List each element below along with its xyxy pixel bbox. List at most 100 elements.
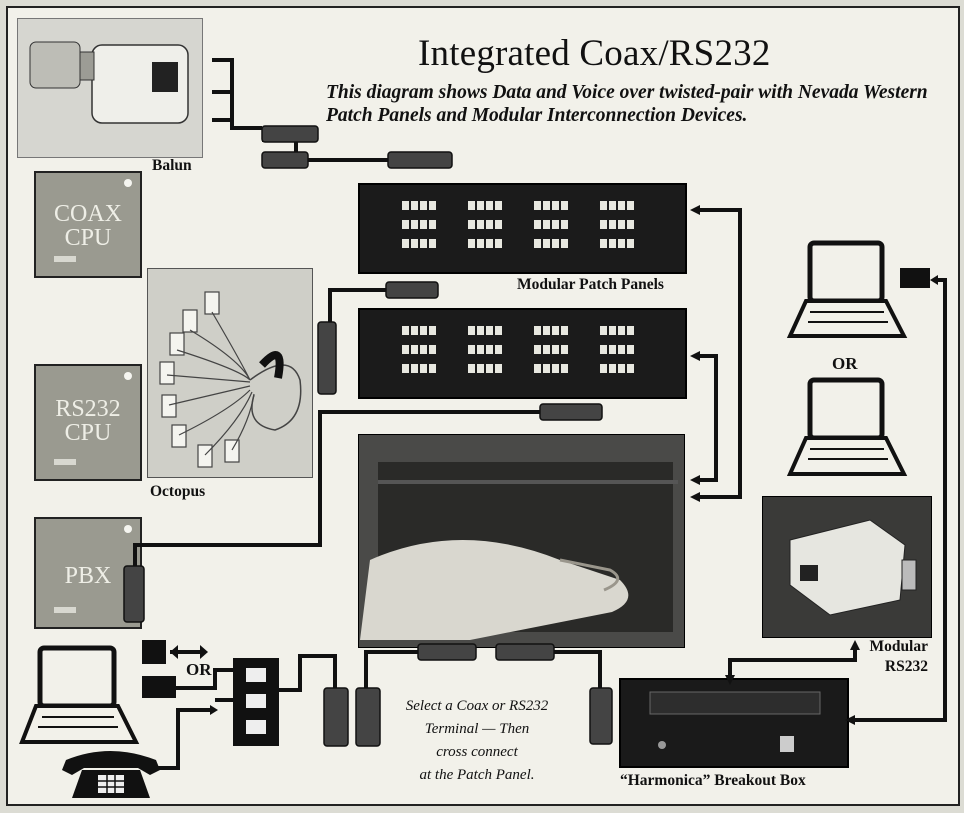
jack [627,326,634,335]
jack [420,239,427,248]
jack [495,345,502,354]
jack [600,239,607,248]
jack [561,326,568,335]
jack [618,220,625,229]
jack [495,201,502,210]
jack [600,220,607,229]
jack [552,201,559,210]
jack [618,326,625,335]
jack [477,220,484,229]
jack [486,239,493,248]
jack [552,364,559,373]
jack [468,326,475,335]
jack [411,345,418,354]
jack [534,201,541,210]
jack [561,220,568,229]
jack [420,326,427,335]
jack [429,345,436,354]
jack [552,239,559,248]
jack [534,239,541,248]
jack [468,220,475,229]
wall-plate [233,658,279,746]
jack [468,201,475,210]
jack [429,239,436,248]
jack [420,345,427,354]
jack [402,364,409,373]
jack [420,220,427,229]
modular-rs232-label-1: Modular [864,638,928,656]
instruction-line-4: at the Patch Panel. [402,764,552,787]
jack [534,220,541,229]
jack [477,364,484,373]
jack [618,239,625,248]
jack [609,364,616,373]
jack [486,220,493,229]
jack [402,239,409,248]
jack [402,201,409,210]
jack [495,239,502,248]
jack [477,345,484,354]
jack [627,239,634,248]
terminal-bottom-right [790,380,904,474]
jack [411,364,418,373]
adapter-terminal [900,268,930,288]
jack [534,326,541,335]
jack [477,201,484,210]
jack [543,220,550,229]
jack [534,364,541,373]
jack [411,201,418,210]
jack [495,364,502,373]
jack [429,364,436,373]
jack [561,239,568,248]
jack [402,220,409,229]
jack [468,364,475,373]
jack [609,326,616,335]
jack [534,345,541,354]
jack [600,201,607,210]
patch-photo-detail [360,462,678,640]
jack [477,326,484,335]
jack [543,201,550,210]
jack [486,201,493,210]
instruction-line-1: Select a Coax or RS232 [402,695,552,718]
jack [627,345,634,354]
patch-panels-label: Modular Patch Panels [517,276,664,294]
jack [543,239,550,248]
modular-rs232-label-2: RS232 [873,658,928,676]
jack [561,345,568,354]
harmonica-label: “Harmonica” Breakout Box [620,772,806,790]
jack [609,345,616,354]
balun-label: Balun [152,157,192,175]
balun-device [30,42,188,123]
jack [561,201,568,210]
jack [429,201,436,210]
or-left-label: OR [186,660,212,680]
jack [477,239,484,248]
or-right-label: OR [832,354,858,374]
jack [411,220,418,229]
jack [543,326,550,335]
modular-rs232-device [790,520,916,615]
jack [468,239,475,248]
jack [600,364,607,373]
jack [543,345,550,354]
jack [543,364,550,373]
jack [486,345,493,354]
jack [627,201,634,210]
jack [495,220,502,229]
adapter-top [142,640,166,664]
harmonica-detail [650,692,820,752]
jack [486,326,493,335]
jack [552,326,559,335]
octopus-cable [160,292,301,467]
jack [627,220,634,229]
terminal-top-right [790,243,904,336]
jack [618,364,625,373]
jack [618,201,625,210]
jack [411,326,418,335]
jack [552,220,559,229]
jack [402,345,409,354]
jack [627,364,634,373]
